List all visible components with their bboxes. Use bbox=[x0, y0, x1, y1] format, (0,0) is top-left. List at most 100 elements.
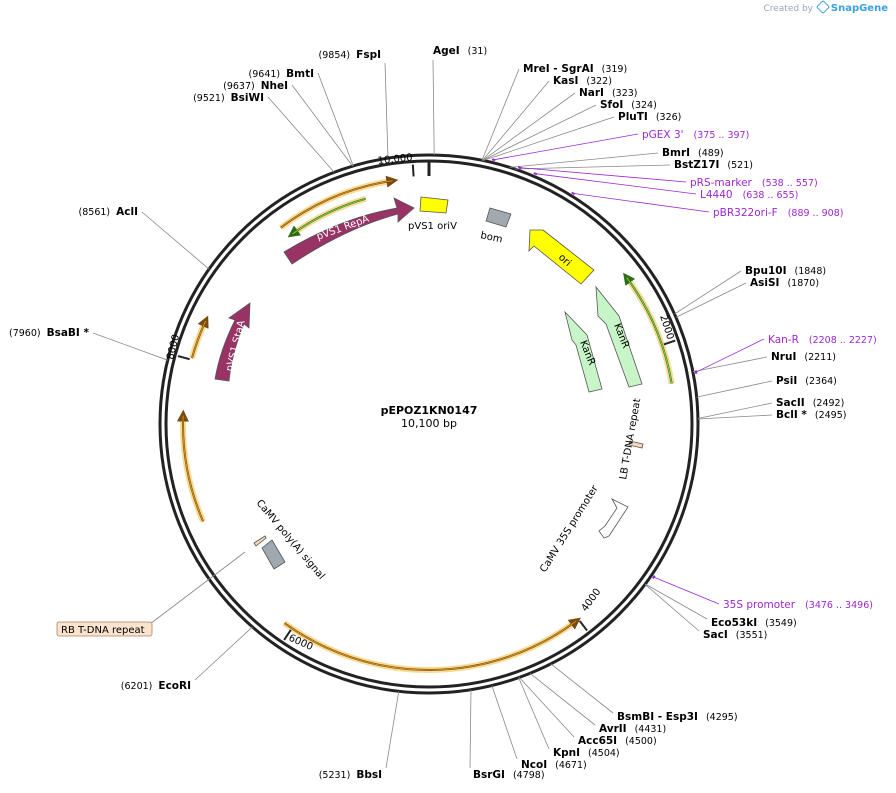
enzyme-position: (4500) bbox=[625, 736, 657, 747]
enzyme-position: (2495) bbox=[815, 410, 847, 421]
enzyme-name: Eco53kI bbox=[711, 617, 757, 629]
enzyme-leader-sfoi bbox=[482, 104, 597, 161]
primer-mark-kan-r bbox=[694, 370, 698, 375]
enzyme-leader-nrui bbox=[692, 356, 768, 373]
enzyme-name: NcoI bbox=[521, 759, 547, 771]
enzyme-label-agei[interactable]: AgeI (31) bbox=[433, 45, 487, 57]
tick-mark-2 bbox=[283, 629, 292, 641]
backbone-outer bbox=[158, 153, 700, 695]
enzyme-label-nrui[interactable]: NruI (2211) bbox=[771, 351, 836, 363]
enzyme-label-bmti[interactable]: (9641)BmtI bbox=[249, 68, 314, 80]
primer-mark-pgex-3 bbox=[491, 158, 496, 162]
enzyme-label-bbsi[interactable]: (5231)BbsI bbox=[319, 769, 382, 781]
enzyme-label-ncoi[interactable]: NcoI(4671) bbox=[521, 759, 587, 771]
enzyme-label-asisi[interactable]: AsiSI(1870) bbox=[750, 277, 819, 289]
enzyme-leader-acli bbox=[141, 211, 210, 270]
primer-mark-35s-promoter bbox=[652, 575, 656, 580]
enzyme-label-avrii[interactable]: AvrII(4431) bbox=[599, 723, 666, 735]
enzyme-name: AgeI bbox=[433, 45, 460, 57]
feature-rb-tdna bbox=[253, 535, 267, 547]
primer-label-prs-marker[interactable]: pRS-marker(538 .. 557) bbox=[690, 177, 818, 189]
enzyme-label-bpu10i[interactable]: Bpu10I(1848) bbox=[745, 265, 826, 277]
enzyme-leader-bsrgi bbox=[469, 689, 472, 769]
enzyme-label-fspi[interactable]: (9854)FspI bbox=[319, 49, 381, 61]
primer-range: (375 .. 397) bbox=[694, 130, 750, 141]
enzyme-name: NruI bbox=[771, 351, 796, 363]
enzyme-label-bcli[interactable]: BclI *(2495) bbox=[776, 409, 846, 421]
enzyme-label-mrei-sgrai[interactable]: MreI - SgrAI(319) bbox=[523, 63, 627, 75]
enzyme-label-acc65i[interactable]: Acc65I(4500) bbox=[578, 735, 657, 747]
primer-range: (2208 .. 2227) bbox=[809, 335, 877, 346]
enzyme-leader-bcli bbox=[697, 414, 773, 420]
enzyme-label-ecori[interactable]: (6201)EcoRI bbox=[121, 680, 191, 692]
primer-label-kan-r[interactable]: Kan-R(2208 .. 2227) bbox=[768, 334, 877, 346]
tick-mark-0 bbox=[663, 339, 676, 346]
enzyme-label-sacii[interactable]: SacII(2492) bbox=[776, 397, 844, 409]
enzyme-label-bsmbi-esp3i[interactable]: BsmBI - Esp3I(4295) bbox=[617, 711, 738, 723]
enzyme-label-bsiwi[interactable]: (9521)BsiWI bbox=[193, 92, 264, 104]
plasmid-name: pEPOZ1KN0147 bbox=[381, 404, 478, 417]
primer-label-l4440[interactable]: L4440(638 .. 655) bbox=[700, 189, 798, 201]
enzyme-label-nari[interactable]: NarI(323) bbox=[579, 87, 638, 99]
enzyme-label-nhei[interactable]: (9637)NheI bbox=[223, 80, 288, 92]
enzyme-position: (326) bbox=[656, 112, 682, 123]
orf-core-5 bbox=[626, 277, 673, 384]
primer-mark-pbr322ori-f bbox=[571, 191, 576, 196]
enzyme-position: (4504) bbox=[588, 748, 620, 759]
feature-pvs1-repa bbox=[283, 197, 415, 265]
enzyme-name: BmtI bbox=[286, 68, 314, 80]
enzyme-position: (4798) bbox=[513, 770, 545, 781]
primer-leader-prs-marker bbox=[519, 167, 687, 183]
enzyme-label-psii[interactable]: PsiI(2364) bbox=[776, 375, 837, 387]
enzyme-position: (2211) bbox=[804, 352, 836, 363]
enzyme-label-bmri[interactable]: BmrI(489) bbox=[662, 147, 724, 159]
enzyme-label-bsrgi[interactable]: BsrGI(4798) bbox=[473, 769, 545, 781]
enzyme-label-kpni[interactable]: KpnI(4504) bbox=[553, 747, 620, 759]
feature-label-lb-tdna: LB T-DNA repeat bbox=[618, 398, 643, 481]
plasmid-size: 10,100 bp bbox=[401, 417, 457, 430]
enzyme-leader-nari bbox=[482, 92, 576, 161]
enzyme-label-saci[interactable]: SacI(3551) bbox=[703, 629, 767, 641]
enzyme-leader-bsiwi bbox=[267, 96, 335, 173]
enzyme-position: (324) bbox=[631, 100, 657, 111]
enzyme-leader-saci bbox=[644, 583, 700, 632]
enzyme-position: (319) bbox=[602, 64, 628, 75]
enzyme-label-kasi[interactable]: KasI(322) bbox=[553, 75, 612, 87]
rb-tdna-label-box bbox=[56, 621, 153, 637]
enzyme-name: PsiI bbox=[776, 375, 797, 387]
enzyme-leader-kasi bbox=[482, 80, 550, 161]
primer-range: (3476 .. 3496) bbox=[805, 600, 873, 611]
enzyme-position: (31) bbox=[468, 46, 488, 57]
enzyme-label-acli[interactable]: (8561)AclI bbox=[79, 206, 138, 218]
tick-mark-1 bbox=[578, 620, 588, 632]
enzyme-leader-eco53ki bbox=[645, 583, 708, 620]
enzyme-leader-asisi bbox=[675, 282, 747, 318]
orf-core-3 bbox=[182, 415, 204, 522]
enzyme-leader-sacii bbox=[697, 402, 773, 419]
enzyme-leader-acc65i bbox=[518, 677, 575, 738]
enzyme-position: (3551) bbox=[736, 630, 768, 641]
orf-arrow-2 bbox=[190, 315, 209, 359]
rb-tdna-label: RB T-DNA repeat bbox=[61, 625, 145, 636]
enzyme-label-pluti[interactable]: PluTI(326) bbox=[618, 111, 681, 123]
primer-label-pbr322ori-f[interactable]: pBR322ori-F(889 .. 908) bbox=[713, 207, 843, 219]
enzyme-leader-ecori bbox=[194, 626, 253, 681]
enzyme-position: (7960) bbox=[9, 328, 41, 339]
enzyme-label-bstz17i[interactable]: BstZ17I(521) bbox=[674, 159, 753, 171]
primer-label-35s-promoter[interactable]: 35S promoter(3476 .. 3496) bbox=[723, 599, 873, 611]
feature-label-pvs1-orिv: pVS1 oriV bbox=[408, 221, 457, 232]
primer-name: pRS-marker bbox=[690, 177, 753, 189]
primer-label-pgex-3[interactable]: pGEX 3' (375 .. 397) bbox=[642, 129, 749, 141]
tick-label-4: 10,000 bbox=[377, 152, 413, 167]
feature-label-camv35s: CaMV 35S promoter bbox=[538, 483, 601, 575]
enzyme-name: SfoI bbox=[600, 99, 623, 111]
enzyme-name: BstZ17I bbox=[674, 159, 719, 171]
enzyme-label-eco53ki[interactable]: Eco53kI(3549) bbox=[711, 617, 797, 629]
enzyme-label-sfoi[interactable]: SfoI (324) bbox=[600, 99, 657, 111]
primer-name: pGEX 3' bbox=[642, 129, 684, 141]
enzyme-leader-kpni bbox=[518, 677, 550, 750]
feature-ori bbox=[528, 229, 595, 285]
enzyme-label-bsabi[interactable]: (7960)BsaBI * bbox=[9, 327, 89, 339]
enzyme-position: (9521) bbox=[193, 93, 225, 104]
primer-range: (889 .. 908) bbox=[788, 208, 844, 219]
